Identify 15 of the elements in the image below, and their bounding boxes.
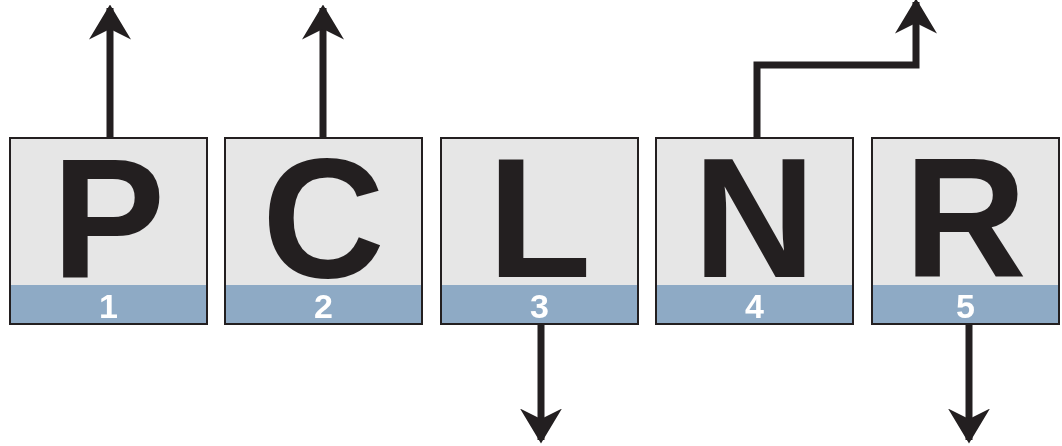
number-band: 3	[442, 285, 637, 323]
number-band: 1	[11, 285, 206, 323]
number-band: 5	[873, 285, 1058, 323]
letter-tile	[655, 137, 854, 325]
letter-tile	[871, 137, 1060, 325]
letter-tile	[440, 137, 639, 325]
number-band: 4	[657, 285, 852, 323]
letter-tile	[224, 137, 423, 325]
arrow	[302, 4, 344, 137]
arrow	[89, 4, 131, 137]
number-band: 2	[226, 285, 421, 323]
arrow	[753, 0, 937, 137]
arrow	[520, 325, 562, 444]
letter-tile	[9, 137, 208, 325]
arrow	[948, 325, 990, 444]
